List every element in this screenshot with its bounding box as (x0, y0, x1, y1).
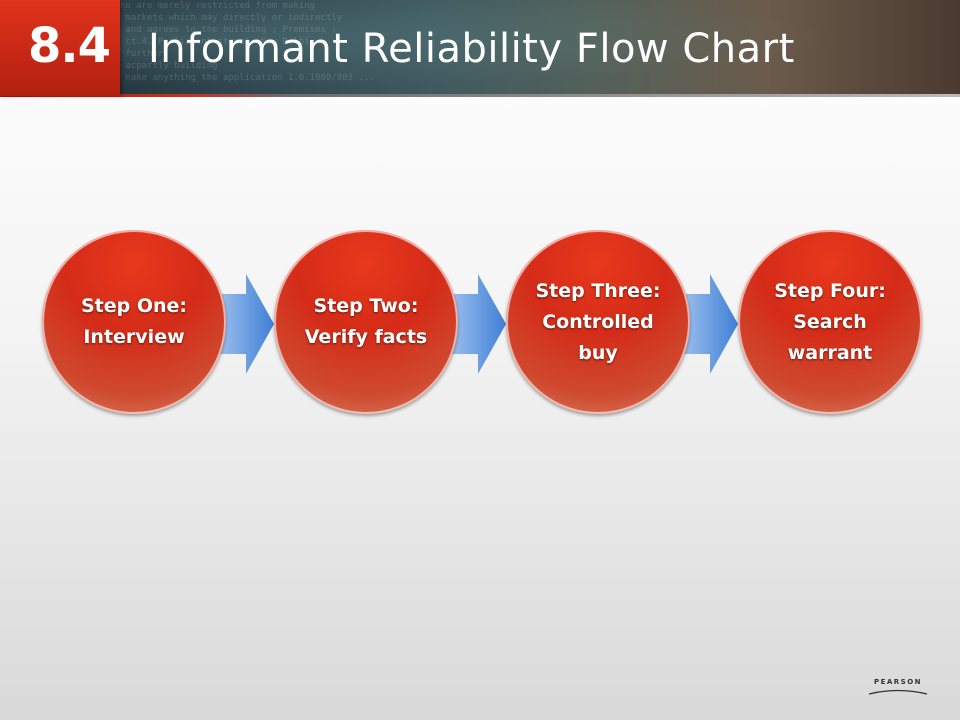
section-badge: 8.4 (0, 0, 120, 96)
section-number: 8.4 (28, 18, 111, 74)
flow-arrow-3 (682, 274, 738, 374)
pearson-logo-text: PEARSON (873, 678, 923, 686)
slide-title: Informant Reliability Flow Chart (148, 26, 795, 72)
title-banner: ho are merely restricted from making mar… (0, 0, 960, 96)
flow-arrow-2 (450, 274, 506, 374)
step-three-label: Step Three: Controlled buy (535, 279, 661, 364)
step-four-label: Step Four: Search warrant (774, 279, 886, 364)
step-one-node: Step One: Interview (42, 230, 226, 414)
banner-divider (0, 94, 960, 97)
banner-glow (0, 0, 960, 96)
step-one-label: Step One: Interview (80, 295, 188, 348)
step-two-node: Step Two: Verify facts (274, 230, 458, 414)
flow-arrow-1 (218, 274, 274, 374)
step-two-label: Step Two: Verify facts (304, 295, 428, 348)
banner-background-texture: ho are merely restricted from making mar… (120, 1, 375, 83)
step-three-node: Step Three: Controlled buy (506, 230, 690, 414)
pearson-logo: PEARSON (866, 678, 930, 696)
step-four-node: Step Four: Search warrant (738, 230, 922, 414)
pearson-swoosh-icon (868, 689, 928, 695)
